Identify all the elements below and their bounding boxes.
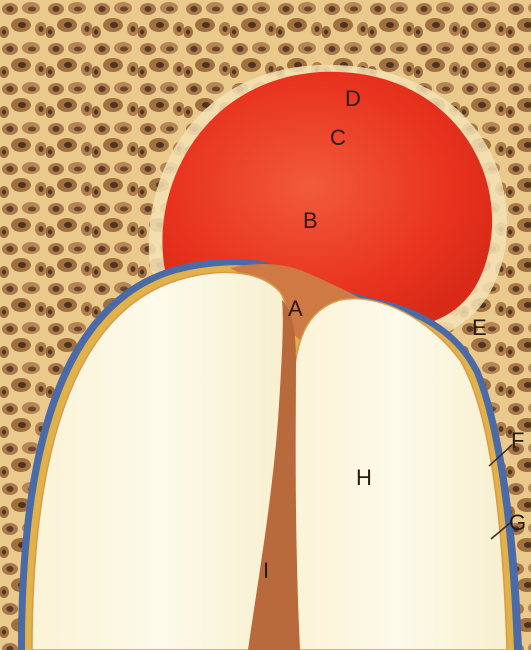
label-a: A [288, 296, 303, 321]
label-b: B [303, 208, 318, 233]
label-c: C [330, 125, 346, 150]
label-d: D [345, 86, 361, 111]
label-i: I [263, 558, 269, 583]
label-f: F [511, 428, 524, 453]
label-g: G [509, 510, 526, 535]
label-h: H [356, 465, 372, 490]
label-e: E [472, 315, 487, 340]
